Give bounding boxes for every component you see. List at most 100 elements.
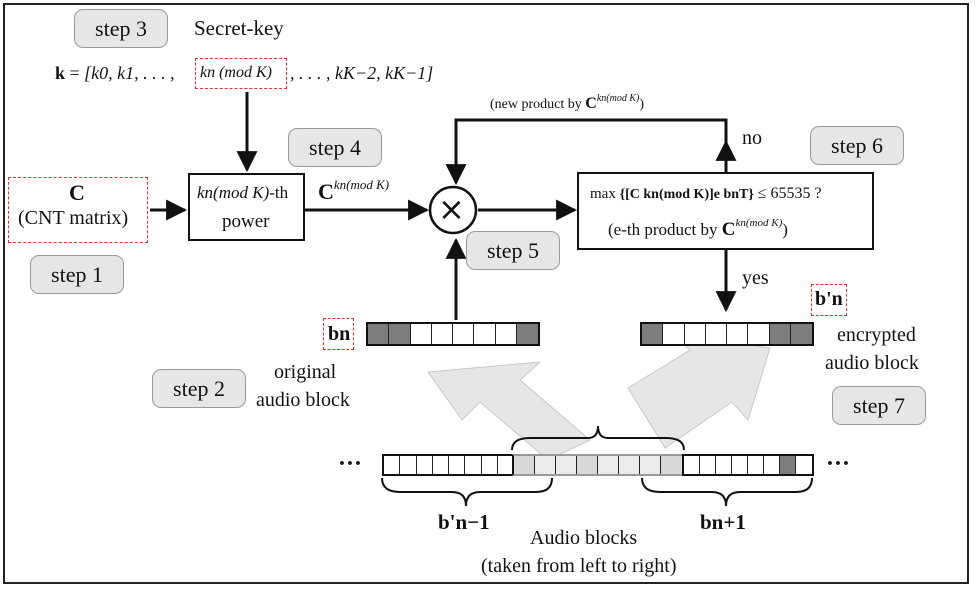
audio-sample-cell [432,456,449,474]
original-symbol-box [323,318,354,350]
original-symbol: bn [328,323,351,345]
audio-sample-cell [368,324,390,344]
audio-sample-cell [790,324,812,344]
stream-right-cells [682,454,814,476]
audio-sample-cell [642,324,664,344]
stream-left-cells [382,454,514,476]
audio-sample-cell [431,324,453,344]
power-output-exponent: kn(mod K) [333,177,390,192]
check-condition: ≤ 65535 ? [757,185,822,202]
audio-sample-cell [727,324,749,344]
audio-sample-cell [769,324,791,344]
big-arrow-to-encrypted [627,333,771,449]
feedback-base: C [585,95,597,112]
audio-sample-cell [577,456,598,474]
cnt-matrix-box [8,177,148,243]
key-highlight: kn (mod K) [200,64,272,81]
audio-sample-cell [400,456,417,474]
stream-next-label: bn+1 [700,510,746,534]
audio-sample-cell [598,456,619,474]
audio-sample-cell [449,456,466,474]
audio-sample-cell [556,456,577,474]
brace-current-block [511,425,685,451]
audio-sample-cell [389,324,411,344]
key-list-end: , . . . , kK−2, kK−1] [290,63,434,83]
audio-sample-cell [416,456,433,474]
audio-sample-cell [700,456,716,474]
audio-sample-cell [716,456,732,474]
check-max: max [590,186,616,202]
step-3-badge: step 3 [74,9,168,48]
check-expr: {[C kn(mod K)]e bnT} [619,187,754,202]
stream-caption-line2: (taken from left to right) [481,555,677,577]
check-line1: max {[C kn(mod K)]e bnT} ≤ 65535 ? [590,186,822,202]
audio-sample-cell [619,456,640,474]
brace-previous-block [381,477,553,507]
stream-ellipsis-left: ··· [338,451,363,477]
power-box [188,173,305,241]
stream-mid-cells [512,454,684,476]
original-block-cells [366,322,540,346]
audio-sample-cell [410,324,432,344]
audio-sample-cell [474,324,496,344]
key-equals: = [69,63,80,83]
secret-key-equation: k = [k0, k1, . . . , [55,64,175,82]
check-line2-prefix: (e-th product by [608,220,722,239]
stream-prev-label: b'n−1 [438,510,490,534]
audio-sample-cell [514,456,535,474]
audio-sample-cell [684,456,700,474]
feedback-label: (new product by Ckn(mod K)) [490,94,644,112]
stream-ellipsis-right: ··· [826,451,851,477]
decision-no: no [742,127,762,149]
audio-sample-cell [796,456,812,474]
brace-next-block [641,477,813,507]
check-box [577,172,874,250]
multiply-symbol: × [438,190,465,228]
audio-sample-cell [516,324,538,344]
audio-sample-cell [748,324,770,344]
power-output-label: Ckn(mod K) [318,178,389,203]
audio-sample-cell [748,456,764,474]
power-box-line2: power [222,211,270,232]
diagram-frame [3,3,969,584]
audio-sample-cell [684,324,706,344]
step-2-badge: step 2 [152,369,246,408]
audio-sample-cell [481,456,498,474]
big-arrow-to-original [427,361,591,461]
check-line2: (e-th product by Ckn(mod K)) [608,218,788,240]
audio-sample-cell [465,456,482,474]
step-5-badge: step 5 [466,231,560,270]
audio-sample-cell [453,324,475,344]
encrypted-symbol-box [811,284,847,316]
power-output-base: C [318,179,334,204]
stream-caption-line1: Audio blocks [530,527,638,549]
power-suffix: -th [269,183,289,202]
encrypted-label-line1: encrypted [837,324,916,346]
audio-sample-cell [732,456,748,474]
encrypted-symbol: b'n [815,288,843,310]
power-var: kn(mod K) [197,183,270,202]
audio-sample-cell [663,324,685,344]
audio-sample-cell [384,456,401,474]
cnt-label: (CNT matrix) [18,207,129,229]
audio-sample-cell [640,456,661,474]
original-label-line2: audio block [256,389,350,411]
step-6-badge: step 6 [810,126,904,165]
audio-sample-cell [497,456,514,474]
encrypted-label-line2: audio block [825,352,919,374]
audio-sample-cell [495,324,517,344]
feedback-suffix: ) [639,97,644,112]
audio-sample-cell [705,324,727,344]
original-label-line1: original [274,361,337,383]
feedback-exponent: kn(mod K) [596,93,640,104]
audio-sample-cell [661,456,682,474]
key-symbol: k [55,63,66,83]
secret-key-title: Secret-key [194,16,284,40]
encrypted-block-cells [640,322,814,346]
power-box-line1: kn(mod K)-th [197,184,288,201]
feedback-prefix: (new product by [490,97,586,112]
step-7-badge: step 7 [832,386,926,425]
decision-yes: yes [742,267,769,289]
audio-sample-cell [535,456,556,474]
